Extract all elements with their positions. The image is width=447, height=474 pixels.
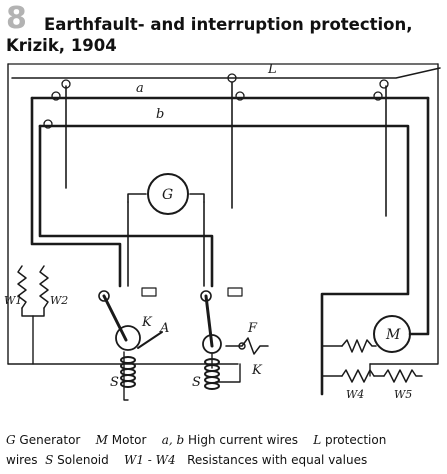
label-L: L xyxy=(267,62,277,77)
solenoid-right-coil xyxy=(204,358,220,390)
switch-pivot-left xyxy=(98,290,110,302)
label-W5: W5 xyxy=(394,388,412,401)
caption-symbol: S xyxy=(45,453,54,467)
circuit-diagram: L a b G M W1 W2 W4 W5 K A F K S S xyxy=(4,62,441,401)
insulator-left-mid xyxy=(51,91,61,101)
insulator-right-top xyxy=(379,79,389,89)
switch-lever-right xyxy=(204,294,214,348)
frame-bottom-right xyxy=(369,63,439,365)
caption-desc: Solenoid xyxy=(57,453,109,467)
resistor-link-bottom xyxy=(21,307,45,317)
caption-symbol: M xyxy=(95,433,108,447)
label-W2: W2 xyxy=(50,294,68,307)
label-S-right: S xyxy=(192,375,201,390)
header: 8 Earthfault- and interruption protectio… xyxy=(6,2,442,56)
label-W4: W4 xyxy=(346,388,364,401)
insulator-left-low xyxy=(43,119,53,129)
caption-symbol: a, b xyxy=(161,433,185,447)
wire-b-left-drop xyxy=(38,124,214,288)
caption-line-2: wires S Solenoid W1 - W4 Resistances wit… xyxy=(6,450,444,470)
lever-A xyxy=(137,331,163,349)
caption-symbol: L xyxy=(313,433,322,447)
high-current-wire-b xyxy=(38,124,410,396)
label-S-left: S xyxy=(110,375,119,390)
insulator-left-top xyxy=(61,79,71,89)
caption-desc: Motor xyxy=(111,433,147,447)
caption-desc: Resistances with equal values xyxy=(187,453,368,467)
label-K-right: K xyxy=(251,363,263,378)
generator-symbol xyxy=(147,173,189,215)
cam-right xyxy=(202,334,222,354)
contact-K-right xyxy=(238,342,246,350)
label-K-left: K xyxy=(141,315,153,330)
insulator-right-mid xyxy=(373,91,383,101)
resistor-W5 xyxy=(383,369,423,383)
figure-number: 8 xyxy=(6,1,27,36)
motor-right-wire xyxy=(408,96,430,336)
caption-symbol: W1 - W4 xyxy=(124,453,176,467)
insulator-middle-mid xyxy=(235,91,245,101)
label-G: G xyxy=(162,187,173,203)
label-F: F xyxy=(247,321,258,336)
caption-desc: protection xyxy=(325,433,387,447)
fuse-right xyxy=(227,287,243,297)
caption-desc: Generator xyxy=(19,433,81,447)
solenoid-left-coil xyxy=(120,356,136,388)
wire-a-left-drop xyxy=(30,96,122,288)
figure-title-line-1: Earthfault- and interruption protection, xyxy=(44,15,413,34)
label-M: M xyxy=(385,327,401,343)
caption-line-1: G Generator M Motor a, b High current wi… xyxy=(6,430,444,450)
caption-lead: wires xyxy=(6,453,38,467)
figure-caption: G Generator M Motor a, b High current wi… xyxy=(6,430,444,470)
label-b: b xyxy=(156,107,164,122)
fuse-left xyxy=(141,287,157,297)
figure-title-line-2: Krizik, 1904 xyxy=(6,36,117,55)
caption-desc: High current wires xyxy=(188,433,298,447)
label-W1: W1 xyxy=(4,294,22,307)
resistor-W4 xyxy=(341,369,375,383)
resistor-W2 xyxy=(39,265,49,309)
protection-wire-L xyxy=(11,67,441,79)
caption-symbol: G xyxy=(6,433,16,447)
insulator-middle-top xyxy=(227,73,237,83)
switch-lever-left xyxy=(102,294,128,342)
generator-right-wire xyxy=(189,193,205,203)
spring-F xyxy=(225,337,269,355)
generator-top-wire xyxy=(127,193,147,203)
solenoid-right-return xyxy=(215,363,241,383)
cam-left xyxy=(115,325,141,351)
resistor-W1 xyxy=(17,265,27,309)
label-a: a xyxy=(136,81,144,96)
motor-field-resistor xyxy=(341,339,377,353)
label-A: A xyxy=(159,321,169,336)
